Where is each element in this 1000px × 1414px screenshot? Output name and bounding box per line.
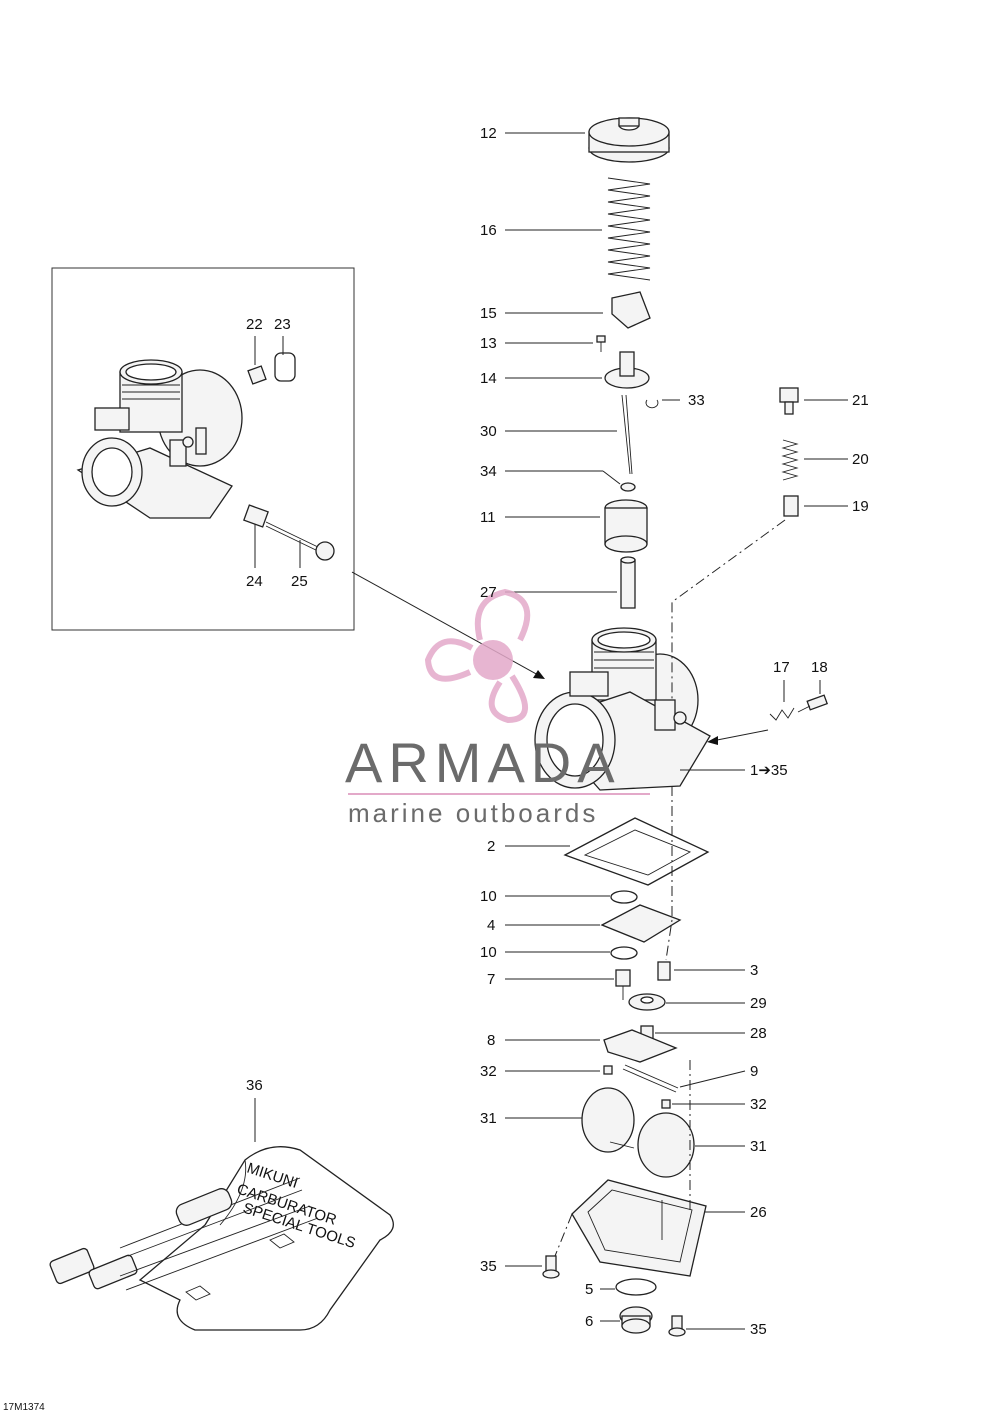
callout-19: 19 [852,498,869,515]
callout-2: 2 [487,838,495,855]
callout-32-left: 32 [480,1063,497,1080]
callout-35-left: 35 [480,1258,497,1275]
diagram-code: 17M1374 [3,1402,45,1413]
callout-18: 18 [811,659,828,676]
callout-30: 30 [480,423,497,440]
callout-11: 11 [480,509,496,526]
armada-logo-icon [424,588,531,724]
callout-10-upper: 10 [480,888,497,905]
callout-25: 25 [291,573,308,590]
callout-23: 23 [274,316,291,333]
callout-35-right: 35 [750,1321,767,1338]
alignment-line-left [554,1213,573,1257]
callout-12: 12 [480,125,497,142]
callout-4: 4 [487,917,495,934]
callout-24: 24 [246,573,263,590]
main-stack-drawing [534,117,829,1337]
callout-26: 26 [750,1204,767,1221]
callout-36: 36 [246,1077,263,1094]
callout-6: 6 [585,1313,593,1330]
alignment-line-lower [665,786,673,961]
callout-14: 14 [480,370,497,387]
callout-7: 7 [487,971,495,988]
callout-32-right: 32 [750,1096,767,1113]
callout-15: 15 [480,305,497,322]
callout-1-35: 1➔35 [750,762,788,779]
callout-28: 28 [750,1025,767,1042]
callout-21: 21 [852,392,869,409]
callout-16: 16 [480,222,497,239]
callout-29: 29 [750,995,767,1012]
watermark-subtitle: marine outboards [348,798,598,828]
leader-lines [254,132,848,1330]
callout-20: 20 [852,451,869,468]
callout-17: 17 [773,659,790,676]
callout-33: 33 [688,392,705,409]
inset-carburetor-drawing [76,352,335,561]
callout-13: 13 [480,335,497,352]
callout-labels: 12 16 15 13 14 33 30 34 11 27 21 20 19 1… [246,125,869,1338]
callout-31-right: 31 [750,1138,767,1155]
callout-34: 34 [480,463,497,480]
callout-8: 8 [487,1032,495,1049]
alignment-line-upper [671,519,786,700]
callout-22: 22 [246,316,263,333]
callout-3: 3 [750,962,758,979]
watermark-title: ARMADA [345,731,621,794]
inset-pointer-arrow [533,670,545,679]
callout-10-lower: 10 [480,944,497,961]
callout-5: 5 [585,1281,593,1298]
callout-9: 9 [750,1063,758,1080]
tool-kit-drawing: MIKUNI CARBURATOR SPECIAL TOOLS [49,1146,394,1331]
inset-frame [51,267,355,631]
callout-27: 27 [480,584,497,601]
callout-31-left: 31 [480,1110,497,1127]
